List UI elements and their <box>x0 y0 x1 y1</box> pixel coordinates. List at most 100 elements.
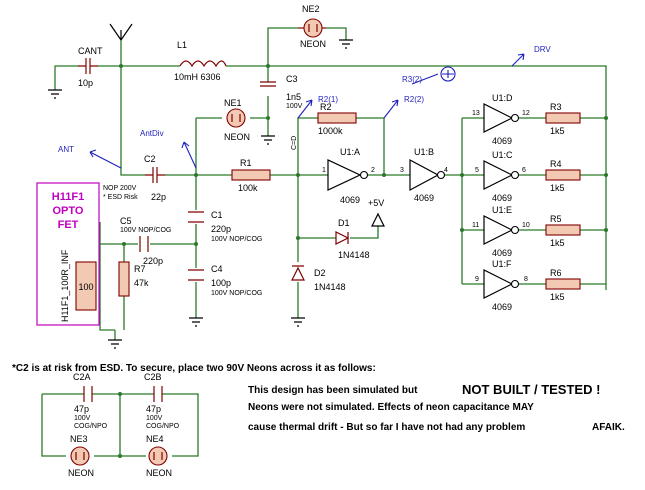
antenna-icon <box>109 23 133 41</box>
c4-label: C4 <box>211 264 223 274</box>
ne1-value: NEON <box>224 132 250 142</box>
supply-5v-icon: +5V <box>368 198 385 227</box>
u1d-pin-out: 12 <box>522 110 530 117</box>
r2-label: R2 <box>320 102 332 112</box>
u1f-pin-out: 8 <box>524 276 528 283</box>
ne4-label: NE4 <box>146 434 164 444</box>
resistor-r3: R3 1k5 <box>545 102 581 136</box>
u1a-value: 4069 <box>340 195 360 205</box>
u1e-pin-in: 11 <box>472 222 479 229</box>
junction-dots <box>119 64 608 246</box>
neon-ne3: NE3 NEON <box>68 434 94 478</box>
c2-note2: * ESD Risk <box>103 194 138 201</box>
probe-ant: ANT <box>58 145 122 169</box>
u1c-label: U1:C <box>492 150 513 160</box>
note-not-built: NOT BUILT / TESTED ! <box>462 382 600 397</box>
inverter-u1d: U1:D 4069 13 12 <box>472 93 530 146</box>
inverter-u1b: U1:B 4069 3 4 <box>400 147 448 203</box>
r4-label: R4 <box>550 159 562 169</box>
c2b-rating2: COG/NPO <box>146 423 180 430</box>
capacitor-cant: CANT 10p <box>78 46 103 88</box>
d2-label: D2 <box>314 268 326 278</box>
c4-value: 100p <box>211 278 231 288</box>
c4-rating: 100V NOP/COG <box>211 290 262 297</box>
opto-title1: H11F1 <box>52 191 84 203</box>
r5-value: 1k5 <box>550 238 565 248</box>
c2a-value: 47p <box>74 404 89 414</box>
resistor-r5: R5 1k5 <box>545 214 581 248</box>
u1d-value: 4069 <box>492 136 512 146</box>
c3-value: 1n5 <box>286 92 301 102</box>
c2-label: C2 <box>144 154 156 164</box>
u1c-pin-out: 6 <box>522 167 526 174</box>
probe-r2-1: R2(1) <box>297 95 338 119</box>
note-sim2: Neons were not simulated. Effects of neo… <box>248 402 534 413</box>
u1d-label: U1:D <box>492 93 513 103</box>
notes: *C2 is at risk from ESD. To secure, plac… <box>12 363 625 433</box>
capacitor-c2: C2 22p NOP 200V * ESD Risk <box>103 154 166 202</box>
opto-fet-h11f1: H11F1 OPTO FET 100 H11F1_100R_INF <box>36 182 100 326</box>
probe-r3-2: R3(2) <box>402 66 456 85</box>
r7-label: R7 <box>134 264 146 274</box>
r6-value: 1k5 <box>550 292 565 302</box>
u1b-pin-out: 4 <box>444 167 448 174</box>
c5-value: 220p <box>143 256 163 266</box>
inverter-u1c: U1:C 4069 5 6 <box>475 150 526 203</box>
note-afaik: AFAIK. <box>592 422 625 433</box>
resistor-r2: R2 1000k <box>317 102 357 136</box>
u1c-pin-in: 5 <box>475 167 479 174</box>
capacitor-c2b: C2B 47p 100V COG/NPO <box>144 372 180 430</box>
u1a-pin-out: 2 <box>371 167 375 174</box>
c2-note1: NOP 200V <box>103 185 137 192</box>
u1a-pin-in: 1 <box>322 167 326 174</box>
u1e-pin-out: 10 <box>522 222 530 229</box>
u1e-value: 4069 <box>492 248 512 258</box>
inverter-u1a: U1:A 4069 1 2 <box>322 147 375 205</box>
c1-label: C1 <box>211 210 223 220</box>
opto-value: 100 <box>78 282 93 292</box>
opto-title2: OPTO <box>53 205 84 217</box>
probe-antdiv-label: AntDiv <box>140 129 164 138</box>
l1-label: L1 <box>177 40 187 50</box>
opto-title3: FET <box>58 219 79 231</box>
note-esd: *C2 is at risk from ESD. To secure, plac… <box>12 363 376 374</box>
probe-r3-2-label: R3(2) <box>402 75 422 84</box>
capacitor-c4: C4 100p 100V NOP/COG <box>188 264 262 297</box>
probe-drv-label: DRV <box>534 45 551 54</box>
resistor-r6: R6 1k5 <box>545 268 581 302</box>
c5-label: C5 <box>120 216 132 226</box>
inverter-u1f: U1:F 4069 9 8 <box>475 259 528 312</box>
u1b-pin-in: 3 <box>400 167 404 174</box>
u1f-pin-in: 9 <box>475 276 479 283</box>
ne2-label: NE2 <box>302 4 320 14</box>
capacitor-c2a: C2A 47p 100V COG/NPO <box>73 372 108 430</box>
ne3-value: NEON <box>68 468 94 478</box>
ne1-label: NE1 <box>224 98 242 108</box>
diode-d1: D1 1N4148 <box>335 218 370 260</box>
c3-label: C3 <box>286 74 298 84</box>
c2a-label: C2A <box>73 372 91 382</box>
u1f-value: 4069 <box>492 302 512 312</box>
probe-r2-2: R2(2) <box>383 95 424 119</box>
d1-label: D1 <box>338 218 350 228</box>
probe-drv: DRV <box>511 45 551 67</box>
r7-value: 47k <box>134 278 149 288</box>
u1a-label: U1:A <box>340 147 360 157</box>
c2a-rating2: COG/NPO <box>74 423 108 430</box>
inverter-u1e: U1:E 4069 11 10 <box>472 205 530 258</box>
l1-value: 10mH 6306 <box>174 72 221 82</box>
neon-ne4: NE4 NEON <box>146 434 172 478</box>
ne2-value: NEON <box>300 39 326 49</box>
r2-value: 1000k <box>318 126 343 136</box>
inductor-l1: L1 10mH 6306 <box>174 40 227 82</box>
ne4-value: NEON <box>146 468 172 478</box>
c2-value: 22p <box>151 192 166 202</box>
c2a-rating1: 100V <box>74 415 91 422</box>
u1b-value: 4069 <box>414 193 434 203</box>
probe-r2-1-label: R2(1) <box>318 95 338 104</box>
note-sim3: cause thermal drift - But so far I have … <box>248 422 525 433</box>
neon-protection-circuit: C2A 47p 100V COG/NPO C2B 47p 100V COG/NP… <box>41 372 199 478</box>
r1-label: R1 <box>240 158 252 168</box>
capacitor-c5: C5 100V NOP/COG 220p <box>120 216 171 266</box>
